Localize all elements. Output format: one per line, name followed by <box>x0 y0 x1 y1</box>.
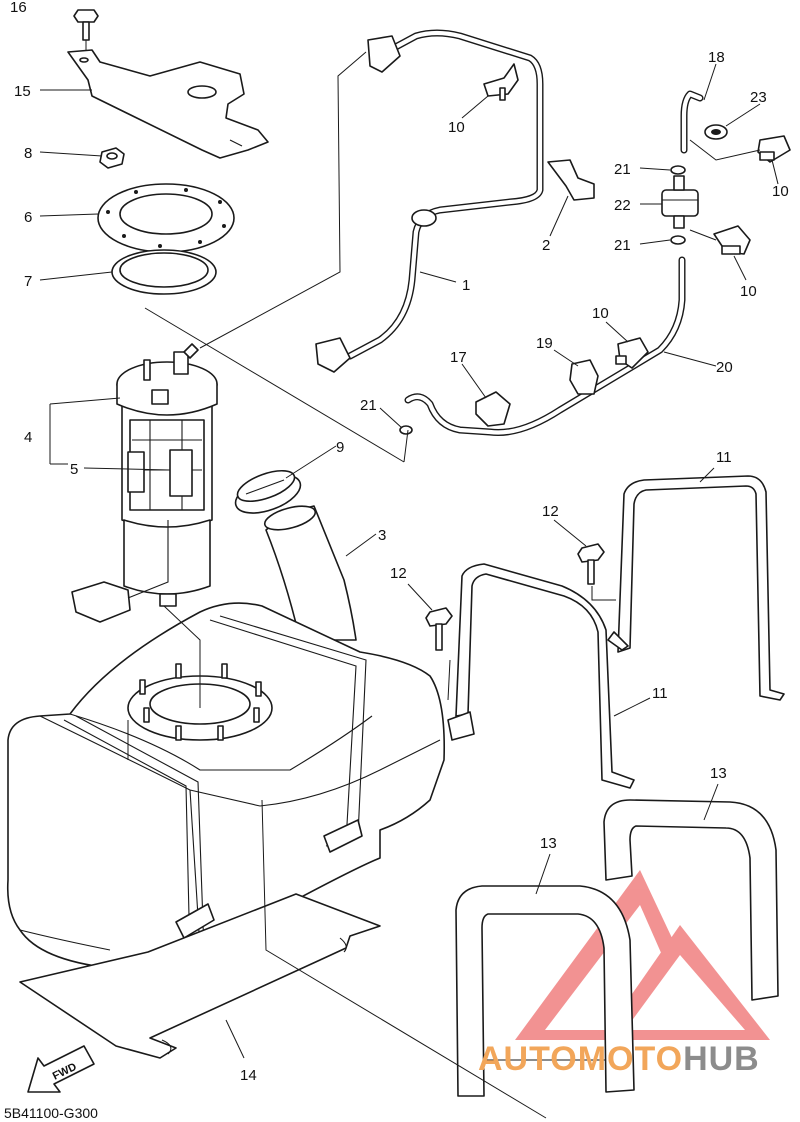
grommet-23 <box>704 124 728 140</box>
callout-9: 9 <box>336 439 344 456</box>
clip-10-a <box>483 63 519 101</box>
callout-13-b: 13 <box>710 765 727 782</box>
watermark-text-part2: HUB <box>683 1040 760 1078</box>
callout-2: 2 <box>542 237 550 254</box>
bracket-15 <box>67 49 269 159</box>
callout-17: 17 <box>450 349 467 366</box>
diagram-code: 5B41100-G300 <box>4 1105 98 1121</box>
filter-22 <box>661 175 699 229</box>
clip-10-d <box>615 337 649 369</box>
callout-10-a: 10 <box>448 119 465 136</box>
assembly-lines <box>127 51 761 1119</box>
callout-12-a: 12 <box>390 565 407 582</box>
callout-22: 22 <box>614 197 631 214</box>
clamp-2 <box>547 159 595 201</box>
callout-14: 14 <box>240 1067 257 1084</box>
protector-sheet-14 <box>19 893 381 1059</box>
flange-studs <box>139 663 262 741</box>
strap-11-upper <box>617 475 785 701</box>
plate-ring-6 <box>97 183 235 253</box>
callout-8: 8 <box>24 145 32 162</box>
callout-6: 6 <box>24 209 32 226</box>
callout-18: 18 <box>708 49 725 66</box>
callout-7: 7 <box>24 273 32 290</box>
hose-18 <box>680 90 704 154</box>
leader-lines <box>39 63 779 1059</box>
callout-labels: 16 15 8 6 7 4 5 9 3 1 10 2 18 23 10 21 2… <box>10 0 789 1084</box>
gasket-7 <box>111 249 217 295</box>
fuel-hose-1 <box>315 29 544 373</box>
callout-11-b: 11 <box>652 685 668 702</box>
callout-13-a: 13 <box>540 835 557 852</box>
bolt-12-a <box>425 607 453 651</box>
callout-5: 5 <box>70 461 78 478</box>
callout-15: 15 <box>14 83 31 100</box>
watermark-text-part1: AUTOMOTO <box>478 1040 683 1078</box>
callout-4: 4 <box>24 429 32 446</box>
callout-12-b: 12 <box>542 503 559 520</box>
callout-16: 16 <box>10 0 27 16</box>
watermark-text: AUTOMOTOHUB <box>478 1040 760 1078</box>
fuel-pump-assembly-4 <box>71 343 218 623</box>
callout-21-c: 21 <box>360 397 377 414</box>
fuel-cap-9 <box>234 469 302 514</box>
clamp-19 <box>569 359 599 395</box>
fuel-tank-3 <box>6 505 446 976</box>
clamp-17 <box>475 391 511 427</box>
strap-11-lower <box>447 563 635 789</box>
clip-21-group <box>399 165 686 435</box>
fwd-arrow-icon <box>27 1045 95 1093</box>
callout-10-d: 10 <box>592 305 609 322</box>
clip-10-c <box>713 225 751 255</box>
callout-21-a: 21 <box>614 161 631 178</box>
callout-10-b: 10 <box>772 183 789 200</box>
callout-23: 23 <box>750 89 767 106</box>
callout-19: 19 <box>536 335 553 352</box>
callout-3: 3 <box>378 527 386 544</box>
callout-1: 1 <box>462 277 470 294</box>
pad-13-right <box>603 799 779 1001</box>
bolt-16 <box>73 9 99 41</box>
callout-20: 20 <box>716 359 733 376</box>
callout-11-a: 11 <box>716 449 732 466</box>
nut-8 <box>99 147 125 169</box>
callout-10-c: 10 <box>740 283 757 300</box>
hose-20 <box>404 256 686 437</box>
callout-21-b: 21 <box>614 237 631 254</box>
clip-10-b <box>757 135 791 163</box>
bolt-12-b <box>577 543 605 585</box>
